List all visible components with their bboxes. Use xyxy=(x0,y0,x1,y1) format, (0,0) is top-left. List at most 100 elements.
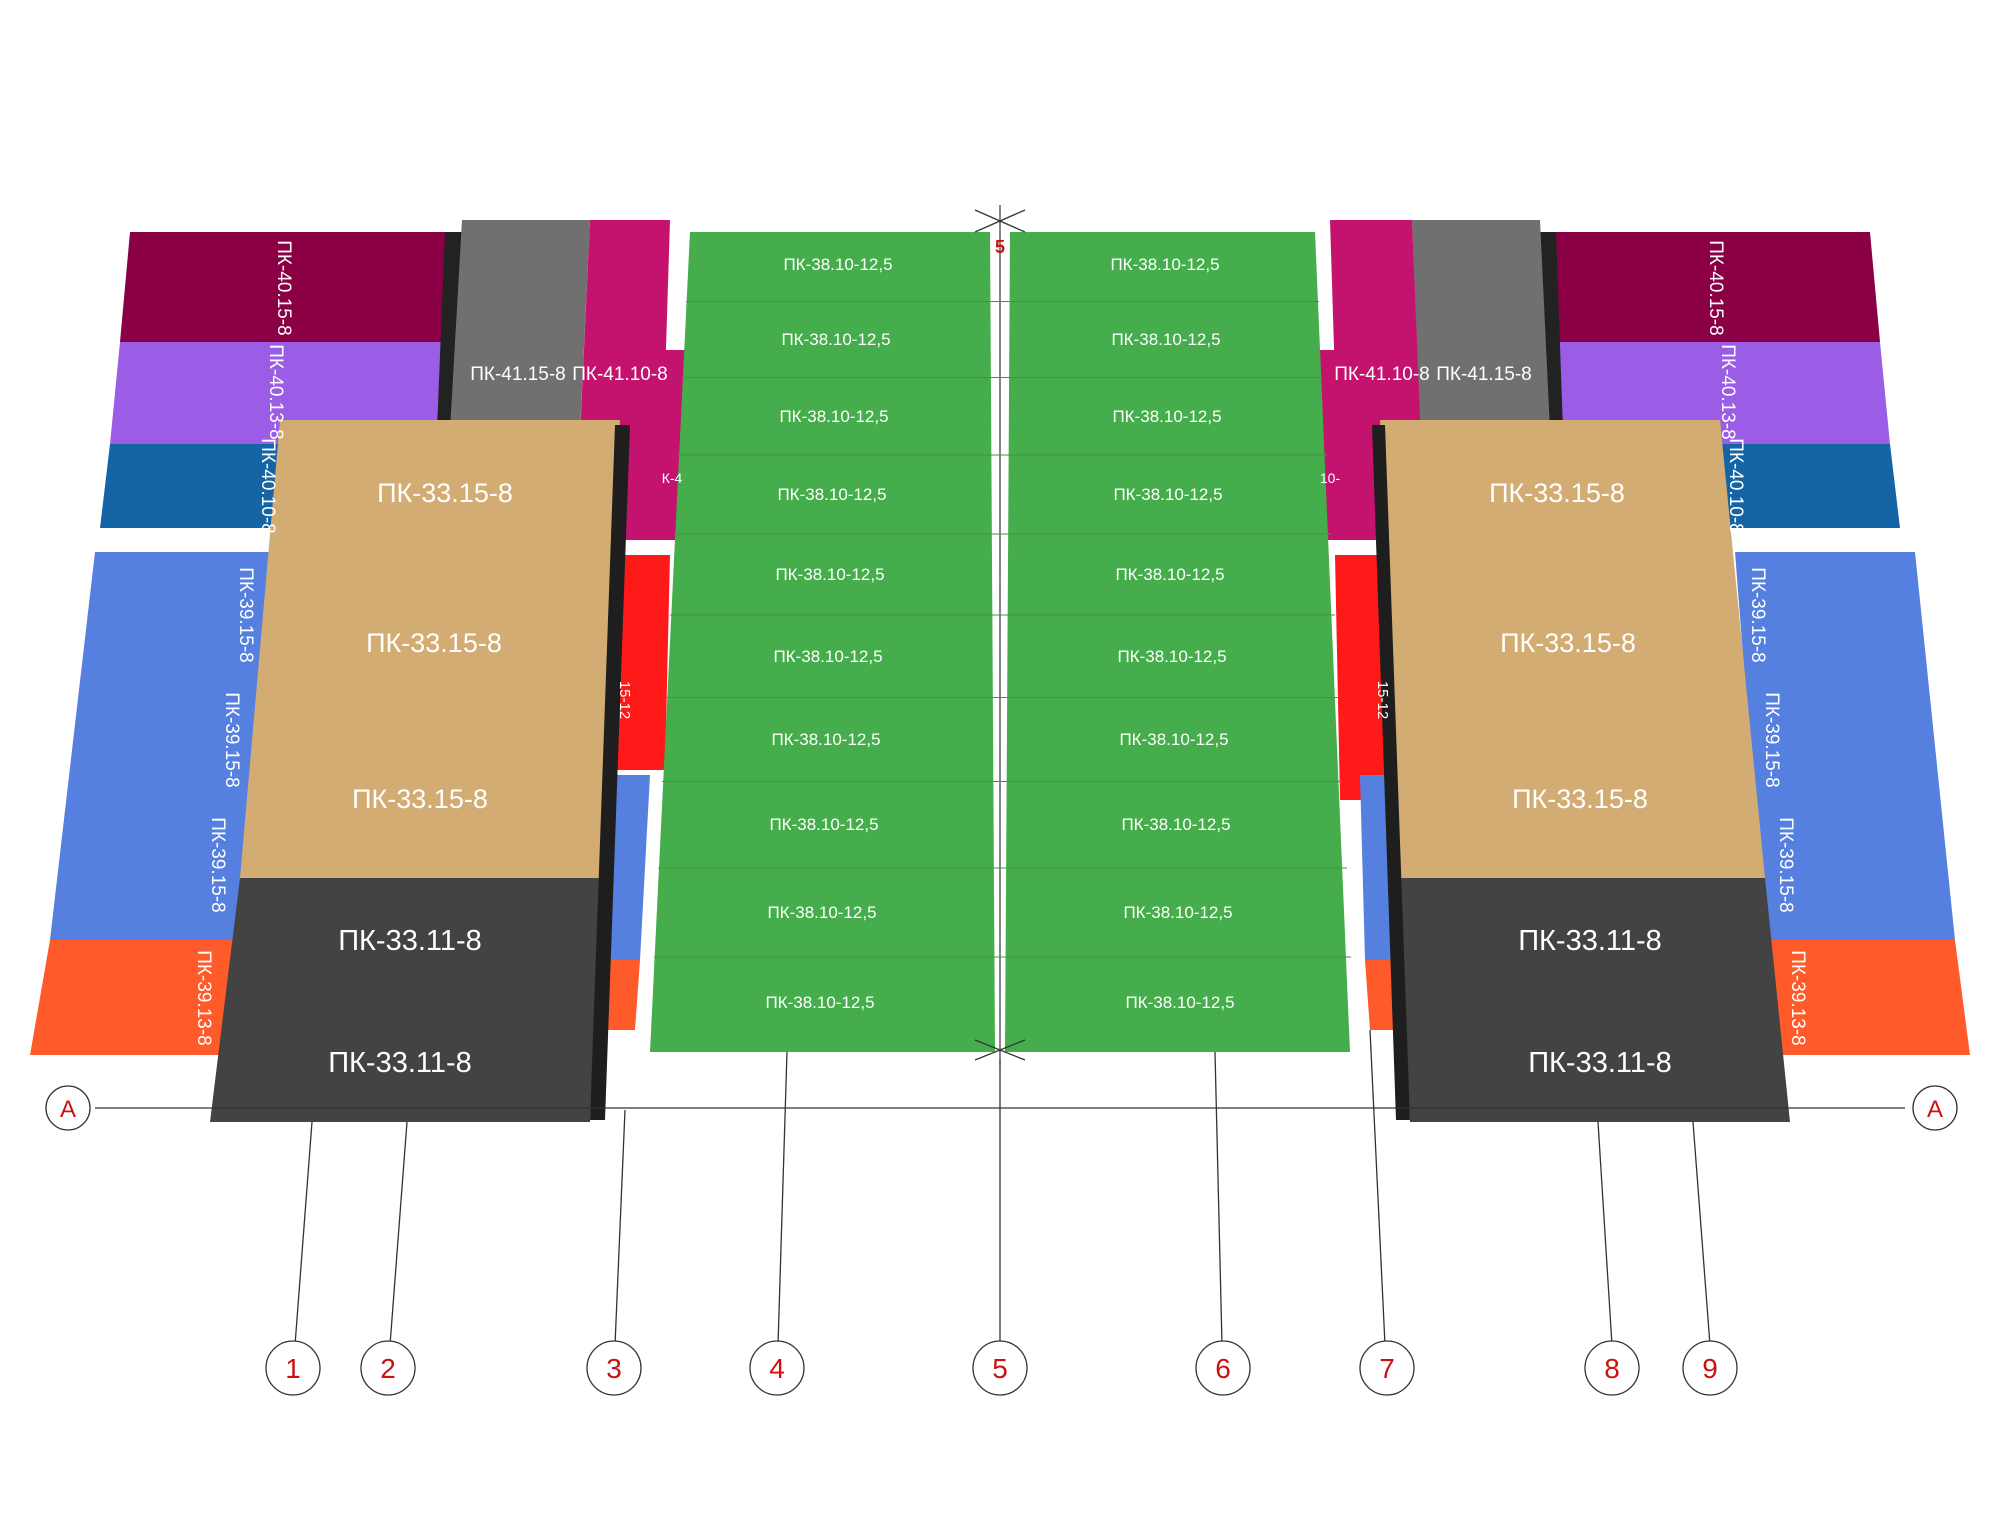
left-tan-label-3: ПК-33.15-8 xyxy=(352,784,488,814)
green-right-label-1: ПК-38.10-12,5 xyxy=(1110,255,1219,274)
left-gray-label: ПК-41.15-8 xyxy=(470,364,566,385)
green-left-label-9: ПК-38.10-12,5 xyxy=(767,903,876,922)
left-orange-label: ПК-39.13-8 xyxy=(193,950,214,1046)
axis-top-number: 5 xyxy=(995,237,1005,257)
right-steel-blue-label: ПК-40.10-8 xyxy=(1725,438,1746,534)
green-left-label-10: ПК-38.10-12,5 xyxy=(765,993,874,1012)
grid-lines xyxy=(95,209,1905,1346)
axis-line-1 xyxy=(294,1121,313,1346)
axis-number-7: 7 xyxy=(1379,1353,1395,1384)
green-right-panel xyxy=(1005,232,1350,1052)
green-right-label-10: ПК-38.10-12,5 xyxy=(1125,993,1234,1012)
green-left-label-5: ПК-38.10-12,5 xyxy=(775,565,884,584)
left-maroon-label: ПК-40.15-8 xyxy=(273,240,294,336)
axis-line-7 xyxy=(1369,1029,1386,1346)
green-left-panel xyxy=(650,232,995,1052)
right-gray-label: ПК-41.15-8 xyxy=(1436,364,1532,385)
right-tan-label-1: ПК-33.15-8 xyxy=(1489,478,1625,508)
right-wing xyxy=(1315,220,1970,1122)
axis-line-4 xyxy=(777,1051,788,1346)
green-left-label-1: ПК-38.10-12,5 xyxy=(783,255,892,274)
right-royal-blue-label-3: ПК-39.15-8 xyxy=(1775,817,1796,913)
right-charcoal-panel xyxy=(1400,878,1790,1122)
right-magenta-label: ПК-41.10-8 xyxy=(1334,364,1430,385)
axis-marker-3: 3 xyxy=(586,1340,642,1396)
green-left-label-7: ПК-38.10-12,5 xyxy=(771,730,880,749)
left-tan-edge xyxy=(590,425,630,1120)
left-charcoal-label-2: ПК-33.11-8 xyxy=(328,1047,472,1079)
green-left-label-2: ПК-38.10-12,5 xyxy=(781,330,890,349)
right-charcoal-label-2: ПК-33.11-8 xyxy=(1528,1047,1672,1079)
left-red-label: 15-12 xyxy=(616,681,633,719)
right-wing-labels: ПК-40.15-8 ПК-40.13-8 ПК-40.10-8 ПК-39.1… xyxy=(1320,240,1808,1079)
axis-number-3: 3 xyxy=(606,1353,622,1384)
axis-marker-7: 7 xyxy=(1359,1340,1415,1396)
green-right-label-9: ПК-38.10-12,5 xyxy=(1123,903,1232,922)
right-steel-blue-panel xyxy=(1720,444,1900,528)
left-violet-label: ПК-40.13-8 xyxy=(265,344,286,440)
green-left-labels: ПК-38.10-12,5ПК-38.10-12,5ПК-38.10-12,5П… xyxy=(654,255,1000,1012)
left-royal-blue-label-2: ПК-39.15-8 xyxy=(221,692,242,788)
right-charcoal-label-1: ПК-33.11-8 xyxy=(1518,925,1662,957)
green-left-label-3: ПК-38.10-12,5 xyxy=(779,407,888,426)
right-tan-label-2: ПК-33.15-8 xyxy=(1500,628,1636,658)
left-charcoal-label-1: ПК-33.11-8 xyxy=(338,925,482,957)
left-gray-panel xyxy=(450,220,590,430)
green-left-label-6: ПК-38.10-12,5 xyxy=(773,647,882,666)
green-right-label-5: ПК-38.10-12,5 xyxy=(1115,565,1224,584)
axis-line-8 xyxy=(1597,1121,1613,1346)
right-maroon-panel xyxy=(1545,232,1880,342)
left-orange-panel xyxy=(30,940,245,1055)
green-right-label-4: ПК-38.10-12,5 xyxy=(1113,485,1222,504)
green-right-label-2: ПК-38.10-12,5 xyxy=(1111,330,1220,349)
axis-line-3 xyxy=(614,1109,626,1346)
axis-marker-4: 4 xyxy=(749,1340,805,1396)
axis-number-1: 1 xyxy=(285,1353,301,1384)
axis-marker-2: 2 xyxy=(360,1340,416,1396)
left-royal-blue-panel xyxy=(50,552,290,940)
green-left-label-4: ПК-38.10-12,5 xyxy=(777,485,886,504)
axis-marker-5: 5 xyxy=(972,1340,1028,1396)
green-right-labels: ПК-38.10-12,5ПК-38.10-12,5ПК-38.10-12,5П… xyxy=(1000,255,1351,1012)
green-right-label-8: ПК-38.10-12,5 xyxy=(1121,815,1230,834)
left-royal-blue-label-1: ПК-39.15-8 xyxy=(235,567,256,663)
right-violet-label: ПК-40.13-8 xyxy=(1717,344,1738,440)
right-maroon-label: ПК-40.15-8 xyxy=(1705,240,1726,336)
right-gray-panel xyxy=(1412,220,1550,430)
left-magenta-label: ПК-41.10-8 xyxy=(572,364,668,385)
right-royal-blue-panel xyxy=(1735,552,1955,940)
left-wing xyxy=(30,220,690,1122)
axis-number-9: 9 xyxy=(1702,1353,1718,1384)
left-tan-label-1: ПК-33.15-8 xyxy=(377,478,513,508)
axis-marker-8: 8 xyxy=(1584,1340,1640,1396)
right-orange-panel xyxy=(1765,940,1970,1055)
axis-letter-right-text: А xyxy=(1927,1096,1943,1123)
left-tan-panel xyxy=(240,420,620,878)
axis-number-4: 4 xyxy=(769,1353,785,1384)
right-magenta-partial-label: 10- xyxy=(1320,470,1341,486)
left-violet-panel xyxy=(110,342,455,444)
axis-marker-1: 1 xyxy=(265,1340,321,1396)
green-right-label-3: ПК-38.10-12,5 xyxy=(1112,407,1221,426)
axis-markers: 1 2 3 4 5 6 7 8 9 xyxy=(265,1340,1738,1396)
right-tan-edge xyxy=(1372,425,1410,1120)
axis-number-5: 5 xyxy=(992,1353,1008,1384)
right-royal-blue-label-1: ПК-39.15-8 xyxy=(1747,567,1768,663)
axis-letter-left: А xyxy=(45,1085,91,1131)
axis-letter-right: А xyxy=(1912,1085,1958,1131)
left-magenta-partial-label: К-4 xyxy=(662,470,683,486)
right-violet-panel xyxy=(1550,342,1890,444)
axis-number-6: 6 xyxy=(1215,1353,1231,1384)
axis-marker-9: 9 xyxy=(1682,1340,1738,1396)
right-red-label: 15-12 xyxy=(1374,681,1391,719)
axis-line-9 xyxy=(1692,1121,1711,1346)
green-right-label-7: ПК-38.10-12,5 xyxy=(1119,730,1228,749)
axis-number-8: 8 xyxy=(1604,1353,1620,1384)
left-steel-blue-label: ПК-40.10-8 xyxy=(257,438,278,534)
left-tan-label-2: ПК-33.15-8 xyxy=(366,628,502,658)
left-wing-labels: ПК-40.15-8 ПК-40.13-8 ПК-40.10-8 ПК-39.1… xyxy=(193,240,683,1079)
right-tan-panel xyxy=(1380,420,1765,878)
left-royal-blue-label-3: ПК-39.15-8 xyxy=(207,817,228,913)
green-panels xyxy=(650,205,1350,1065)
